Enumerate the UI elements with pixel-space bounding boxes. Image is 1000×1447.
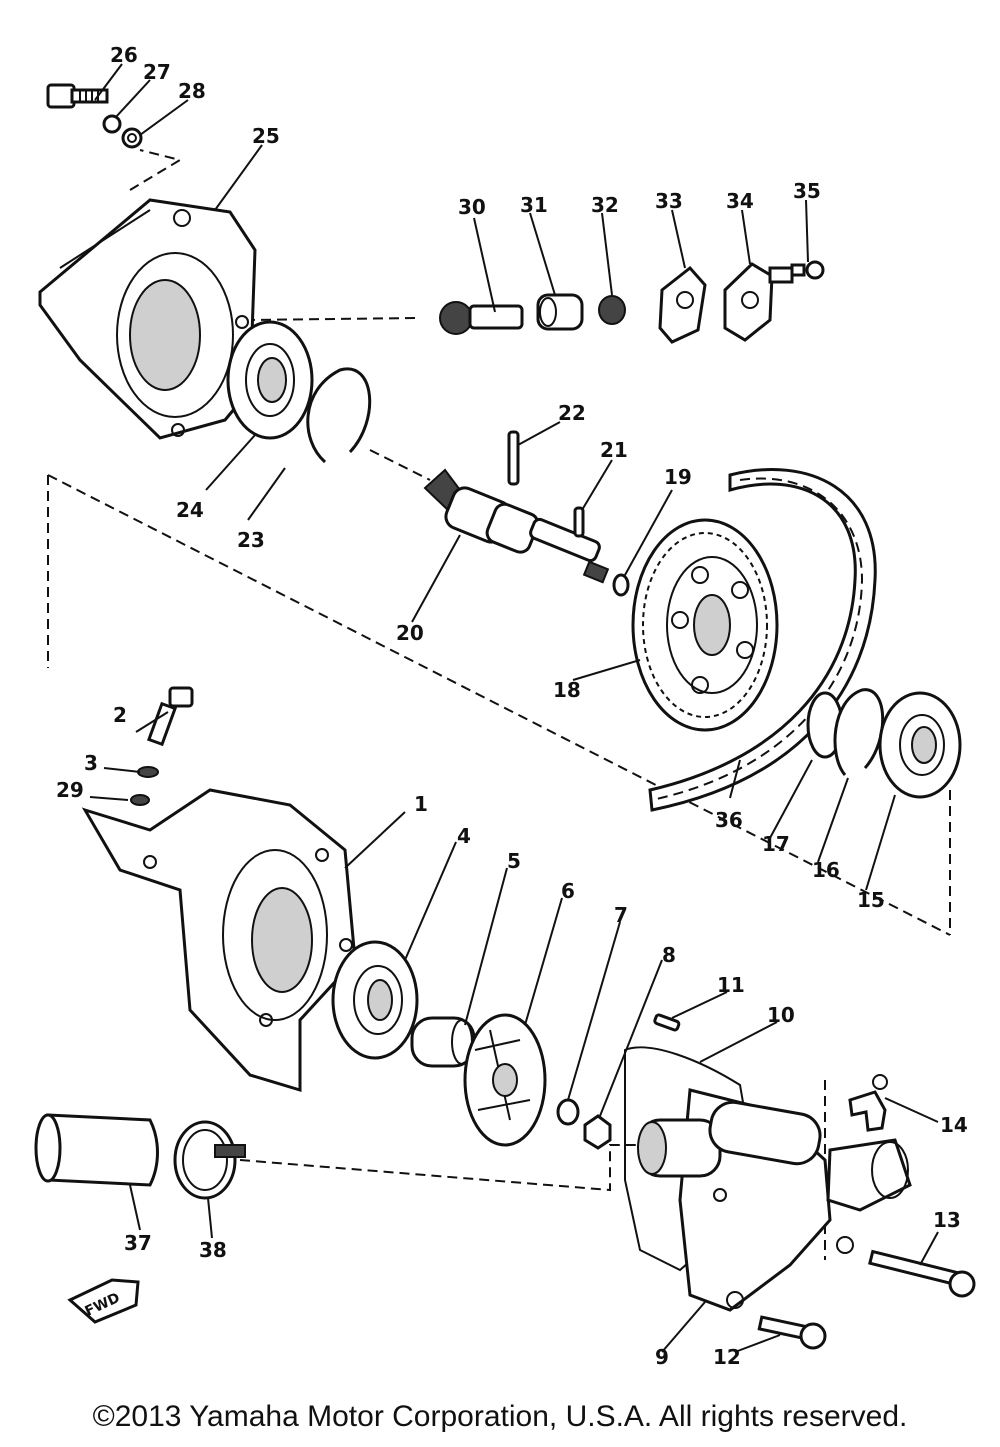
callout-10: 10 (767, 1003, 795, 1027)
part-19-o-ring (612, 573, 630, 597)
callout-20: 20 (396, 621, 424, 645)
part-3-washer (137, 766, 159, 778)
callout-34: 34 (726, 189, 754, 213)
part-34-plate (723, 262, 794, 342)
part-21-pin (573, 506, 585, 538)
callout-3: 3 (84, 751, 98, 775)
callout-38: 38 (199, 1238, 227, 1262)
copyright-notice: ©2013 Yamaha Motor Corporation, U.S.A. A… (92, 1400, 908, 1433)
callout-5: 5 (507, 849, 521, 873)
callout-24: 24 (176, 498, 204, 522)
callout-30: 30 (458, 195, 486, 219)
callout-15: 15 (857, 888, 885, 912)
part-23-circlip (306, 367, 372, 464)
fwd-arrow-icon: FWD (67, 1278, 140, 1324)
part-8-nut (583, 1114, 612, 1150)
part-36-belt (648, 468, 877, 812)
part-2-bolt (147, 686, 194, 747)
part-32-seal (598, 295, 626, 325)
callout-31: 31 (520, 193, 548, 217)
callout-22: 22 (558, 401, 586, 425)
callout-18: 18 (553, 678, 581, 702)
part-37-hose (34, 1113, 159, 1187)
callout-35: 35 (793, 179, 821, 203)
callout-19: 19 (664, 465, 692, 489)
part-9-pump-cover (637, 1088, 912, 1312)
part-11-pin (653, 1013, 681, 1032)
part-14-fitting (848, 1074, 888, 1132)
part-22-pin (507, 430, 520, 486)
callout-21: 21 (600, 438, 628, 462)
callout-2: 2 (113, 703, 127, 727)
callout-12: 12 (713, 1345, 741, 1369)
part-20-shaft (423, 468, 610, 584)
part-26-bolt (46, 83, 109, 109)
part-30-worm-shaft (439, 301, 524, 335)
callout-labels: 1 2 3 4 5 6 7 8 9 10 11 12 13 14 15 16 1… (56, 43, 968, 1369)
callout-14: 14 (940, 1113, 968, 1137)
part-29-pin (130, 794, 150, 806)
part-4-bearing (331, 940, 419, 1060)
callout-11: 11 (717, 973, 745, 997)
callout-6: 6 (561, 879, 575, 903)
part-27-lock-washer (102, 114, 122, 134)
part-24-bearing (226, 320, 314, 440)
part-16-circlip (833, 688, 885, 776)
callout-16: 16 (812, 858, 840, 882)
part-13-bolt (868, 1249, 976, 1298)
leader-lines (89, 63, 939, 1353)
callout-9: 9 (655, 1345, 669, 1369)
part-1-housing (81, 788, 357, 1093)
callout-23: 23 (237, 528, 265, 552)
part-25-cover (38, 198, 257, 440)
callout-32: 32 (591, 193, 619, 217)
part-12-bolt (757, 1315, 827, 1350)
part-6-impeller (463, 1013, 547, 1147)
part-18-pulley (631, 518, 779, 732)
callout-1: 1 (414, 792, 428, 816)
callout-4: 4 (457, 824, 471, 848)
callout-17: 17 (762, 832, 790, 856)
callout-25: 25 (252, 124, 280, 148)
part-33-gasket (658, 265, 707, 344)
part-28-washer (121, 127, 143, 149)
part-7-washer (556, 1098, 580, 1126)
callout-8: 8 (662, 943, 676, 967)
part-5-spacer (410, 1016, 476, 1068)
callout-27: 27 (143, 60, 171, 84)
callout-26: 26 (110, 43, 138, 67)
part-15-bearing (878, 691, 962, 799)
part-31-bushing (536, 293, 584, 331)
callout-37: 37 (124, 1231, 152, 1255)
callout-29: 29 (56, 778, 84, 802)
callout-28: 28 (178, 79, 206, 103)
callout-33: 33 (655, 189, 683, 213)
callout-36: 36 (715, 808, 743, 832)
callout-7: 7 (614, 903, 628, 927)
part-38-clamp (173, 1120, 246, 1200)
part-35-screw (790, 260, 825, 280)
callout-13: 13 (933, 1208, 961, 1232)
